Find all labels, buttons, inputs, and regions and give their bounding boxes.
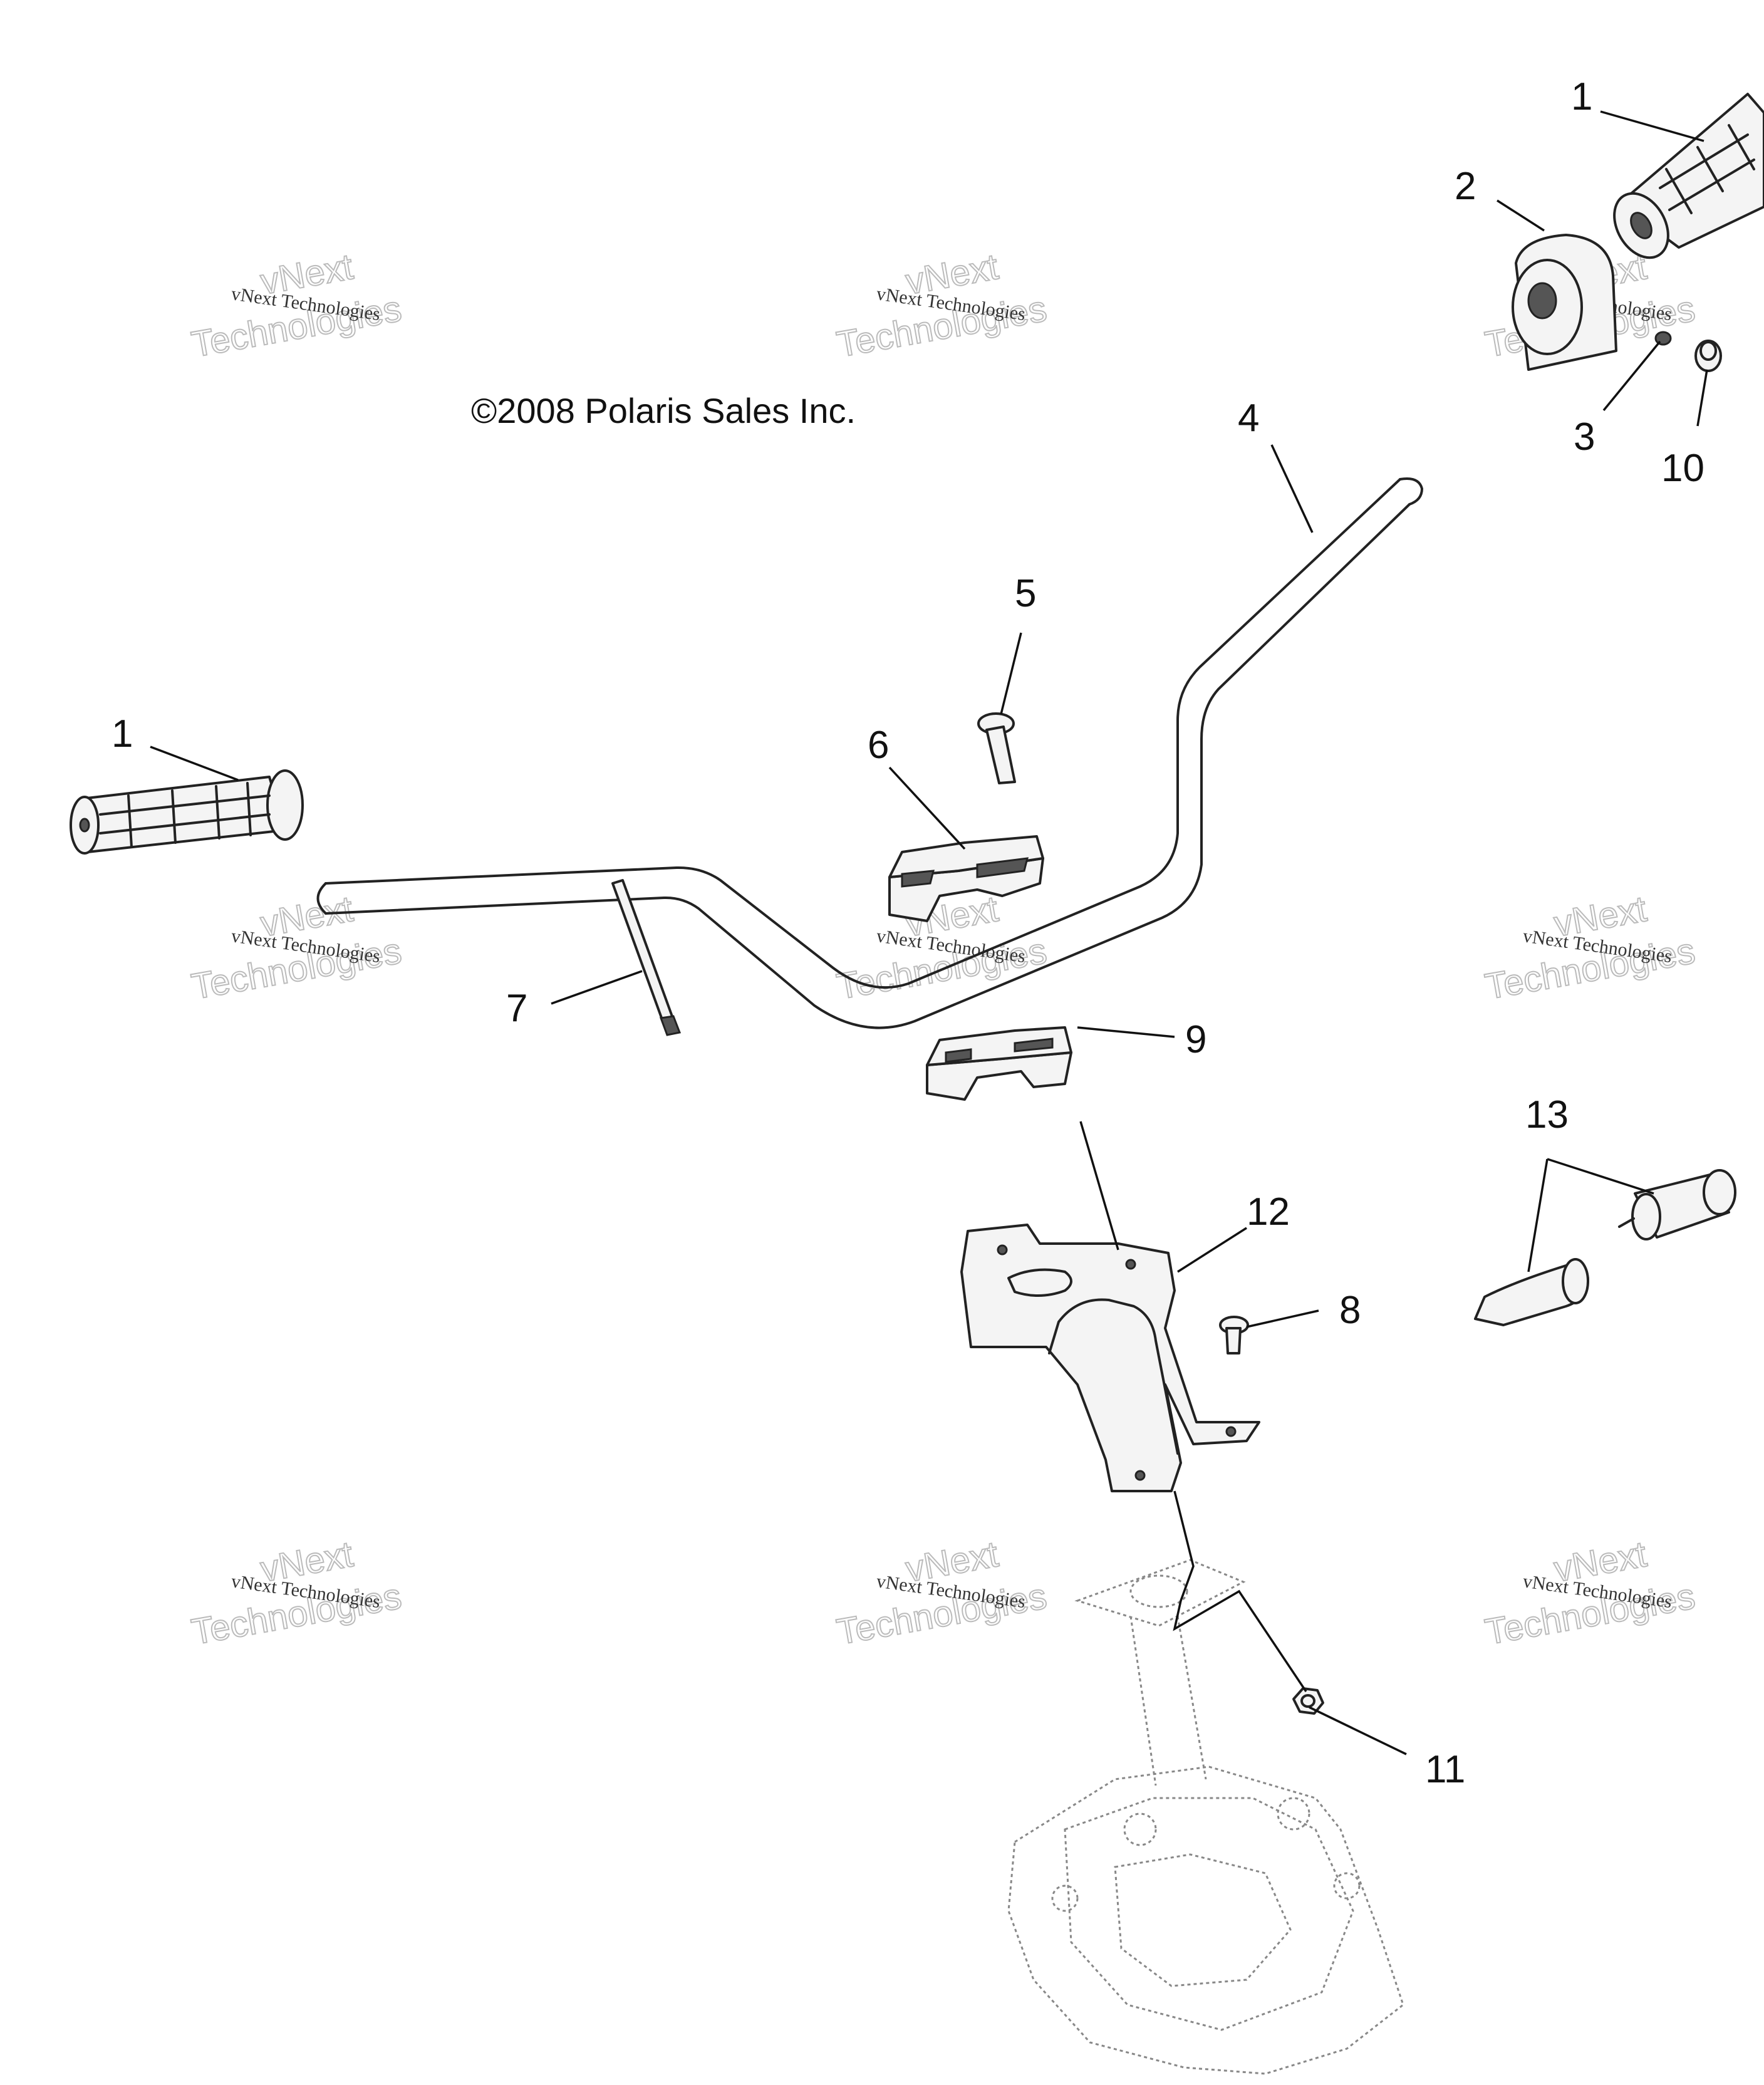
callout-5: 5 — [1015, 572, 1036, 615]
part-bolt-7 — [611, 879, 682, 1036]
callout-7: 7 — [506, 987, 527, 1030]
part-bolt-8 — [1219, 1316, 1249, 1354]
callout-2: 2 — [1455, 165, 1476, 208]
steering-post-ghost — [1007, 1559, 1404, 2075]
part-bracket — [960, 1224, 1260, 1492]
part-bolt-5 — [977, 712, 1016, 784]
watermark-mid-right: Technologies vNext vNext Technologies — [1481, 888, 1699, 1008]
watermark-low-center: Technologies vNext vNext Technologies — [833, 1533, 1051, 1653]
callout-9: 9 — [1185, 1018, 1206, 1061]
part-grip-left — [70, 769, 304, 855]
watermark-mid-center: Technologies vNext vNext Technologies — [833, 888, 1051, 1008]
part-grip-right — [1613, 93, 1764, 259]
part-upper-clamp — [888, 835, 1044, 922]
callout-3: 3 — [1574, 415, 1595, 459]
callout-1-right: 1 — [1571, 75, 1592, 118]
callout-4: 4 — [1238, 397, 1259, 440]
watermark-low-left: Technologies vNext vNext Technologies — [188, 1533, 405, 1653]
callout-12: 12 — [1247, 1190, 1290, 1234]
part-plug-10 — [1694, 340, 1722, 372]
callout-8: 8 — [1339, 1289, 1361, 1332]
callout-11: 11 — [1425, 1748, 1465, 1791]
watermark-mid-left: Technologies vNext vNext Technologies — [188, 888, 405, 1008]
part-lower-clamp — [926, 1026, 1072, 1101]
watermark-top-left: Technologies vNext vNext Technologies — [188, 246, 405, 366]
part-sleeve-13 — [1474, 1258, 1589, 1326]
callout-13: 13 — [1525, 1093, 1569, 1136]
watermark-top-center: Technologies vNext vNext Technologies — [833, 246, 1051, 366]
leader-lines — [150, 110, 1708, 1755]
part-throttle-housing — [1512, 234, 1617, 371]
watermark-low-right: Technologies vNext vNext Technologies — [1481, 1533, 1699, 1653]
callout-10: 10 — [1661, 447, 1704, 490]
callout-6: 6 — [868, 724, 889, 767]
callout-1-left: 1 — [112, 712, 133, 756]
part-handlebar — [316, 477, 1423, 1029]
copyright-text: ©2008 Polaris Sales Inc. — [471, 391, 856, 430]
part-nut-11 — [1292, 1687, 1324, 1715]
part-cylinder-13 — [1618, 1169, 1736, 1240]
